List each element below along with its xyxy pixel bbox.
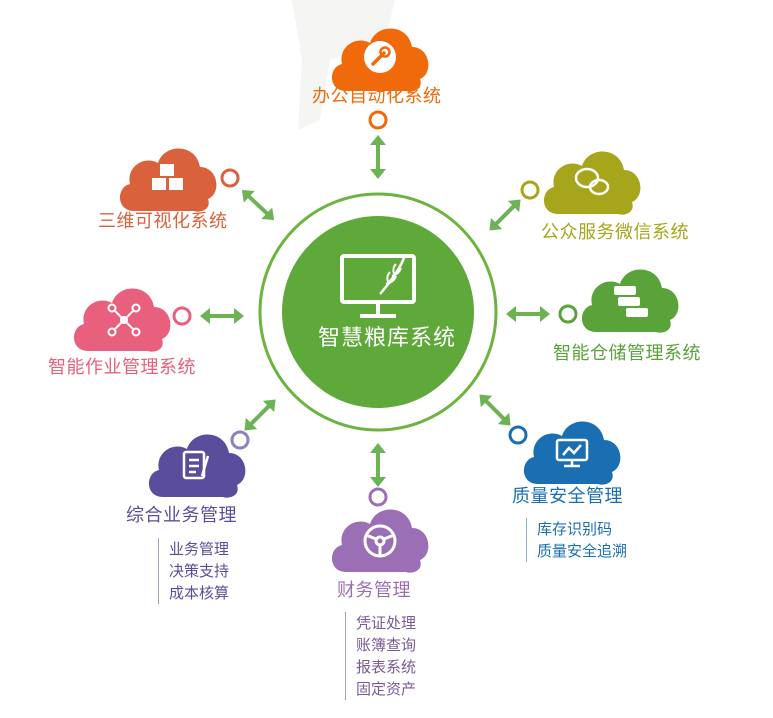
wechat-icon [574,167,610,196]
connector-ring-office [368,110,388,130]
connector-ring-integrated [230,430,250,450]
arrow-viz3d [234,182,282,228]
label-finance: 财务管理 [337,580,411,601]
arrow-storage [504,304,552,324]
connector-ring-finance [368,487,388,507]
network-icon [107,303,141,337]
background-shape [292,0,395,130]
integrated-item: 业务管理 [169,540,230,558]
center-outer-ring [258,192,498,432]
cloud-viz3d [119,148,217,212]
arrow-office [368,133,388,181]
monitor-chart-icon [555,438,589,468]
quality-sublist: 库存识别码 质量安全追溯 [526,518,627,562]
steering-wheel-icon [363,524,397,558]
label-integrated: 综合业务管理 [126,505,237,526]
arrow-wechat [484,194,526,236]
finance-item: 账簿查询 [356,636,417,654]
finance-item: 凭证处理 [356,614,417,632]
integrated-item: 决策支持 [169,562,230,580]
cloud-quality [523,421,621,485]
connector-ring-storage [558,304,578,324]
label-wechat: 公众服务微信系统 [541,222,689,243]
monitor-wheat-icon [340,254,416,318]
quality-item: 库存识别码 [537,520,613,538]
label-operation: 智能作业管理系统 [48,357,196,378]
finance-item: 报表系统 [356,658,417,676]
integrated-sublist: 业务管理 决策支持 成本核算 [158,538,229,604]
document-pen-icon [182,450,210,480]
arrow-quality [474,389,516,431]
connector-ring-wechat [520,180,540,200]
cloud-operation [73,288,171,352]
label-office: 办公自动化系统 [312,86,442,107]
connector-ring-operation [172,306,192,326]
arrow-operation [198,306,246,326]
connector-ring-viz3d [220,168,240,188]
wrench-icon [364,41,396,73]
finance-sublist: 凭证处理 账簿查询 报表系统 固定资产 [345,612,416,700]
label-quality: 质量安全管理 [512,486,623,507]
integrated-item: 成本核算 [169,584,230,602]
connector-ring-quality [508,425,528,445]
center-title: 智慧粮库系统 [317,326,456,351]
arrow-integrated [239,394,281,436]
quality-item: 质量安全追溯 [537,542,628,560]
stacked-bags-icon [614,286,648,317]
cloud-finance [331,509,429,573]
label-storage: 智能仓储管理系统 [553,343,701,364]
finance-item: 固定资产 [356,680,417,698]
label-viz3d: 三维可视化系统 [98,211,228,232]
boxes-icon [152,164,183,190]
arrow-finance [368,441,388,489]
